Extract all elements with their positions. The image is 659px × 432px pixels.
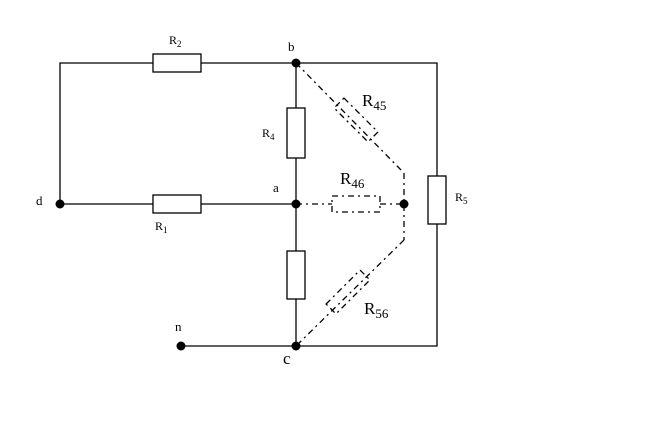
label-r1: R1	[155, 219, 168, 235]
node-label-b: b	[288, 39, 295, 54]
label-r45: R45	[362, 91, 386, 113]
wires	[59, 62, 438, 347]
label-r4: R4	[262, 126, 275, 142]
label-r2: R2	[169, 33, 182, 49]
node-dot-b	[291, 58, 301, 68]
resistor-r6	[286, 250, 306, 300]
resistor-r2	[152, 53, 202, 73]
node-dot-a	[291, 199, 301, 209]
label-r5: R5	[455, 190, 468, 206]
wire-top-left	[59, 62, 153, 204]
node-label-d: d	[36, 193, 43, 208]
node-dot-c	[291, 341, 301, 351]
node-label-n: n	[175, 319, 182, 334]
resistor-r4	[286, 107, 306, 159]
label-r46: R46	[340, 169, 365, 191]
node-label-c: c	[283, 349, 291, 368]
resistor-r46-dashed	[331, 195, 381, 213]
node-dot-n	[176, 341, 186, 351]
label-r56: R56	[364, 299, 389, 321]
node-label-a: a	[273, 180, 279, 195]
wire-top-right	[296, 62, 438, 176]
resistor-r1	[152, 194, 202, 214]
dash-b-star	[295, 62, 405, 174]
wire-right-lower	[296, 224, 438, 347]
node-dot-star	[399, 199, 409, 209]
resistor-r45-dashed	[333, 97, 379, 143]
dashed-star	[295, 62, 405, 347]
dash-star-c	[295, 239, 405, 347]
resistor-r5	[427, 175, 447, 225]
node-dot-d	[55, 199, 65, 209]
